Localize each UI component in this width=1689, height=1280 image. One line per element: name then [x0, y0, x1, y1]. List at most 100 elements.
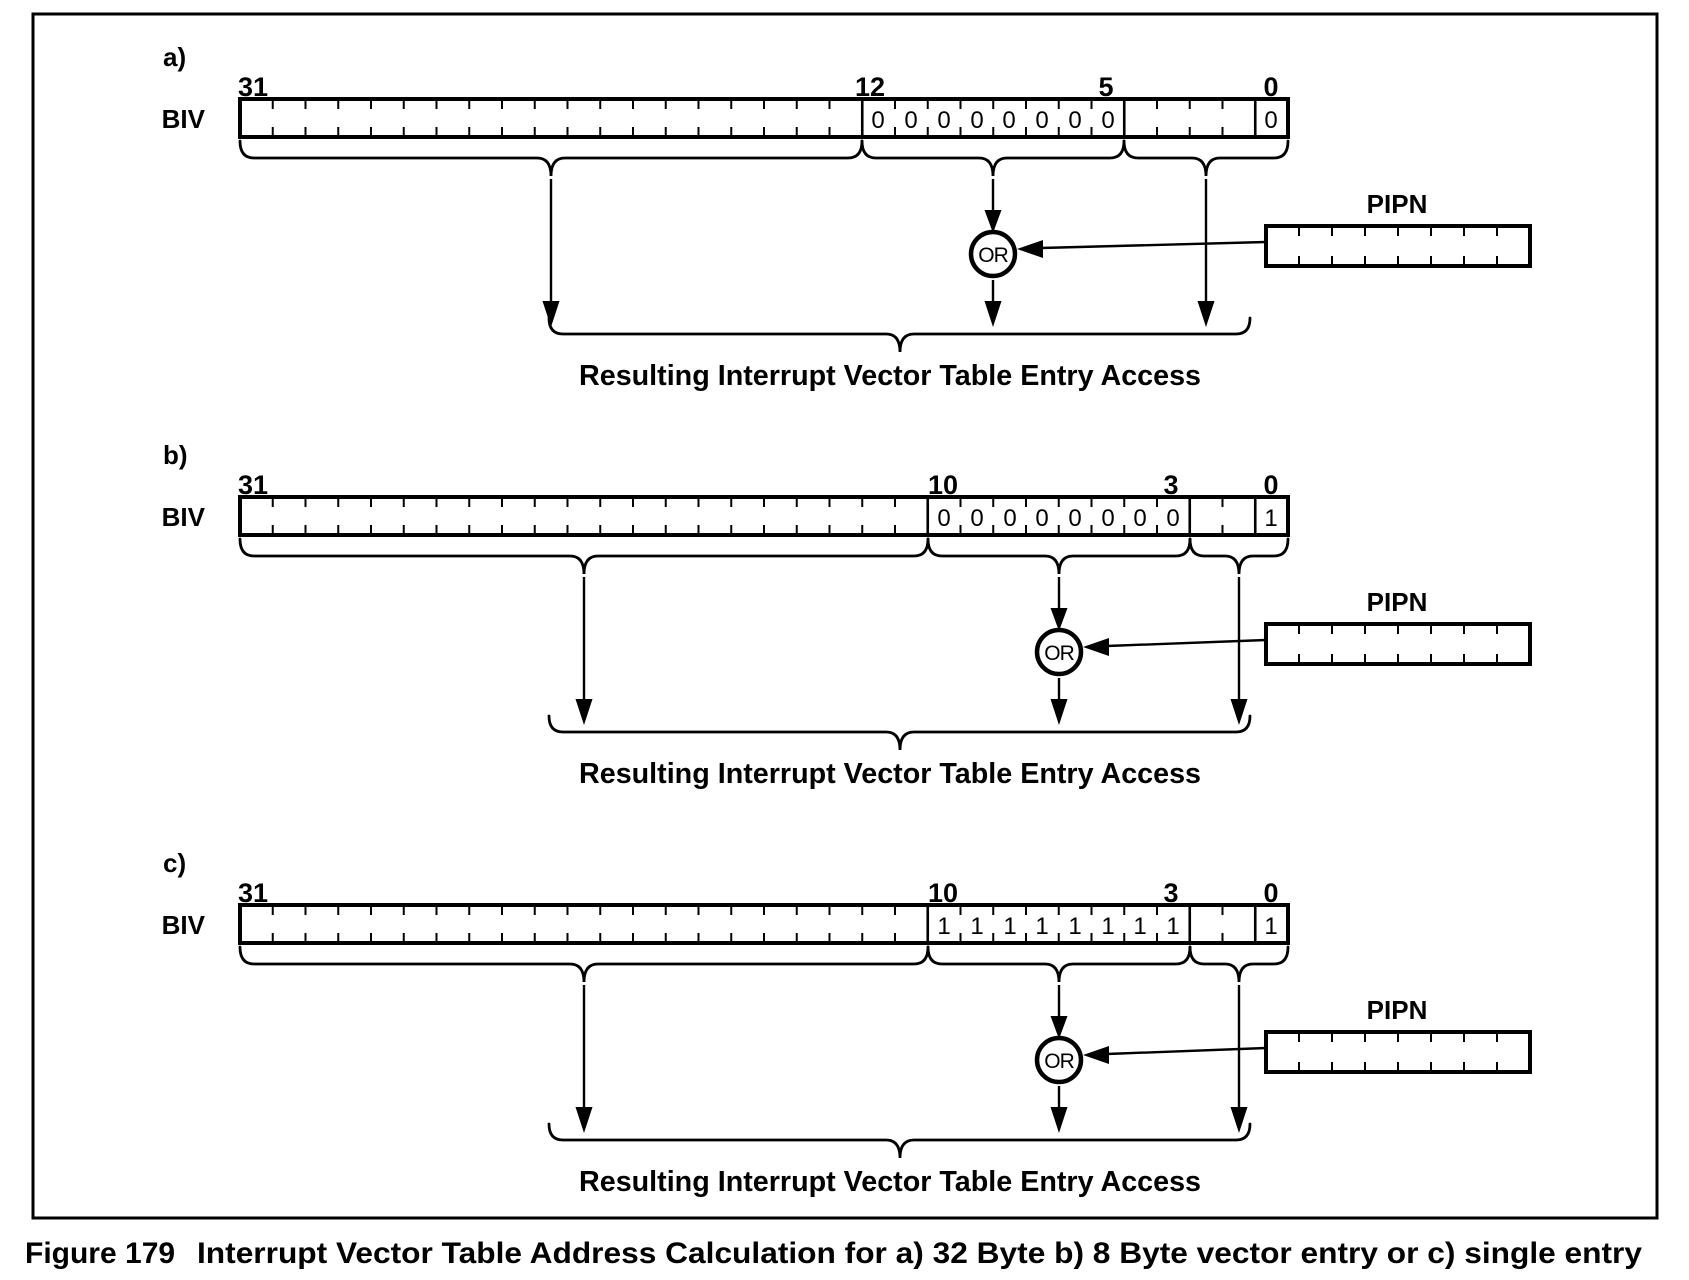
diagram-letter: c)	[163, 848, 186, 878]
bit-label-lsb: 0	[1263, 878, 1278, 908]
field-bit-digit: 0	[1133, 505, 1146, 532]
pipn-register-ticks	[1266, 226, 1530, 266]
biv-register-label: BIV	[162, 910, 206, 940]
or-gate	[1034, 627, 1084, 677]
low-field-arrowhead	[1230, 699, 1248, 725]
field-bit-digit: 1	[1003, 913, 1016, 940]
pipn-register-border	[1264, 622, 1532, 666]
biv-register-bit-ticks	[240, 99, 1288, 137]
or-output-arrowhead	[1050, 699, 1068, 725]
pipn-label: PIPN	[1367, 587, 1428, 617]
biv-field-dividers	[926, 497, 1257, 535]
low-field-brace	[1122, 139, 1290, 177]
field-bit-digit: 0	[1101, 505, 1114, 532]
bit-label-lsb: 0	[1263, 470, 1278, 500]
field-bit-digit: 1	[1133, 913, 1146, 940]
field-bit-digit: 0	[970, 505, 983, 532]
figure-frame	[31, 12, 1659, 1220]
zero-field-digits: 0 0 0 0 0 0 0 0	[871, 107, 1114, 134]
zero-field-brace	[860, 139, 1126, 177]
bit-label-lsb: 0	[1263, 72, 1278, 102]
pipn-to-or-arrow	[1106, 1046, 1267, 1056]
or-input-arrowhead	[984, 210, 1002, 233]
field-bit-digit: 1	[937, 913, 950, 940]
upper-field-brace	[238, 945, 930, 983]
field-bit-digit: 0	[937, 107, 950, 134]
bit-label-field-low: 5	[1098, 72, 1113, 102]
lsb-bit-digit: 1	[1264, 505, 1277, 532]
upper-field-brace	[238, 139, 864, 177]
or-gate	[968, 229, 1018, 279]
zero-field-digits: 0 0 0 0 0 0 0 0	[937, 505, 1179, 532]
biv-register-border	[238, 495, 1290, 537]
field-bit-digit: 0	[1002, 107, 1015, 134]
result-brace	[547, 316, 1252, 353]
upper-field-brace	[238, 537, 930, 575]
biv-register-label: BIV	[162, 104, 206, 134]
result-label: Resulting Interrupt Vector Table Entry A…	[579, 758, 1201, 790]
diagram-letter: b)	[163, 440, 188, 470]
field-bit-digit: 0	[937, 505, 950, 532]
field-bit-digit: 0	[1003, 505, 1016, 532]
low-field-brace	[1188, 945, 1290, 983]
figure-caption: Figure 179 Interrupt Vector Table Addres…	[25, 1237, 1642, 1270]
or-gate-label: OR	[1044, 1050, 1074, 1073]
biv-register-bit-ticks	[240, 905, 1288, 943]
diagram-b: b) BIV 31 10 3 0 0 0 0 0 0 0 0 0 1 OR	[162, 440, 1532, 790]
or-output-arrowhead	[1050, 1107, 1068, 1133]
field-bit-digit: 0	[970, 107, 983, 134]
result-brace	[547, 714, 1252, 751]
pipn-to-or-arrow	[1106, 638, 1267, 648]
field-bit-digit: 1	[970, 913, 983, 940]
field-bit-digit: 0	[1035, 505, 1048, 532]
pipn-to-or-arrowhead	[1017, 240, 1043, 258]
pipn-register-ticks	[1266, 1032, 1530, 1072]
field-bit-digit: 1	[1101, 913, 1114, 940]
field-bit-digit: 1	[1068, 913, 1081, 940]
biv-register-border	[238, 97, 1290, 139]
field-bit-digit: 0	[1035, 107, 1048, 134]
one-field-brace	[926, 945, 1192, 983]
lsb-bit-digit: 0	[1264, 107, 1277, 134]
pipn-register-border	[1264, 224, 1532, 268]
bit-label-field-low: 3	[1163, 470, 1178, 500]
or-output-arrowhead	[984, 301, 1002, 327]
field-bit-digit: 0	[1068, 505, 1081, 532]
field-bit-digit: 0	[871, 107, 884, 134]
field-bit-digit: 0	[904, 107, 917, 134]
upper-field-arrowhead	[575, 1107, 593, 1133]
pipn-register-border	[1264, 1030, 1532, 1074]
biv-field-dividers	[860, 99, 1257, 137]
bit-label-field-low: 3	[1163, 878, 1178, 908]
diagram-c: c) BIV 31 10 3 0 1 1 1 1 1 1 1 1 1 OR	[162, 848, 1532, 1198]
pipn-to-or-arrowhead	[1083, 1046, 1109, 1064]
field-bit-digit: 1	[1166, 913, 1179, 940]
biv-register-bit-ticks	[240, 497, 1288, 535]
diagram-a: a) BIV 31 12 5 0 0 0 0 0 0 0 0 0 0 OR	[162, 42, 1532, 392]
or-gate-label: OR	[1044, 642, 1074, 665]
biv-register-label: BIV	[162, 502, 206, 532]
pipn-label: PIPN	[1367, 995, 1428, 1025]
or-gate	[1034, 1035, 1084, 1085]
figure-caption-text: Interrupt Vector Table Address Calculati…	[197, 1237, 1642, 1270]
pipn-to-or-arrow	[1040, 240, 1267, 250]
field-bit-digit: 0	[1166, 505, 1179, 532]
field-bit-digit: 0	[1101, 107, 1114, 134]
diagram-letter: a)	[163, 42, 186, 72]
lsb-bit-digit: 1	[1264, 913, 1277, 940]
biv-field-dividers	[926, 905, 1257, 943]
zero-field-brace	[926, 537, 1192, 575]
low-field-arrowhead	[1230, 1107, 1248, 1133]
upper-field-arrowhead	[575, 699, 593, 725]
figure-caption-number: Figure 179	[25, 1237, 175, 1270]
result-brace	[547, 1122, 1252, 1159]
field-bit-digit: 1	[1035, 913, 1048, 940]
pipn-label: PIPN	[1367, 189, 1428, 219]
low-field-arrowhead	[1197, 301, 1215, 327]
pipn-register-ticks	[1266, 624, 1530, 664]
upper-field-arrowhead	[542, 301, 560, 327]
or-input-arrowhead	[1050, 1016, 1068, 1039]
low-field-brace	[1188, 537, 1290, 575]
